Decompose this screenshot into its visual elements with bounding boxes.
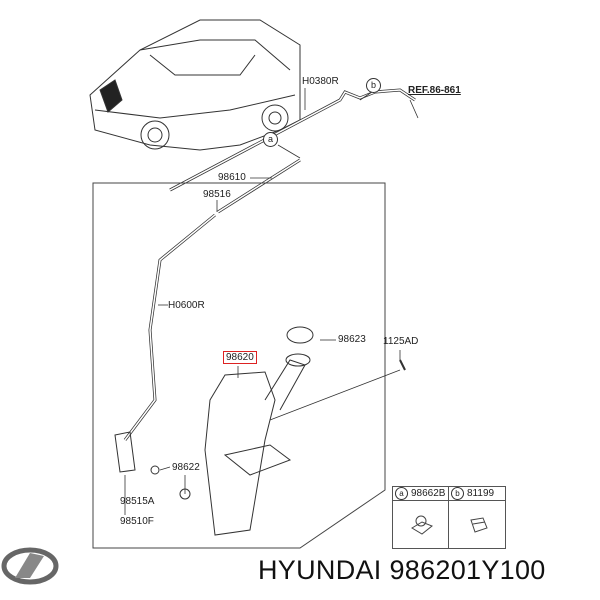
label-98622: 98622	[172, 462, 200, 473]
assembly-frame	[92, 182, 386, 549]
label-98516: 98516	[203, 189, 231, 200]
label-98510f: 98510F	[120, 516, 154, 527]
clip-b-icon	[470, 516, 488, 533]
parts-legend-table: a 98662B b 81199	[392, 486, 506, 549]
reference-link[interactable]: REF.86-861	[408, 85, 461, 96]
reservoir-illustration	[114, 326, 406, 536]
label-h0600r: H0600R	[168, 300, 205, 311]
legend-part-a: 98662B	[411, 488, 446, 499]
legend-clip-a-image	[393, 501, 449, 548]
marker-a: a	[263, 132, 278, 147]
legend-header-b: b 81199	[449, 487, 505, 501]
hyundai-logo	[1, 547, 59, 585]
label-98515a: 98515A	[120, 496, 155, 507]
footer-caption: HYUNDAI 986201Y100	[258, 555, 546, 586]
legend-header-a: a 98662B	[393, 487, 449, 501]
marker-b: b	[366, 78, 381, 93]
hose-lines	[123, 88, 416, 441]
legend-part-b: 81199	[467, 488, 495, 499]
label-98623: 98623	[338, 334, 366, 345]
legend-marker-b: b	[451, 487, 464, 500]
legend-marker-a: a	[395, 487, 408, 500]
legend-clip-b-image	[449, 501, 505, 548]
label-98620-highlighted: 98620	[223, 351, 257, 364]
clip-a-icon	[410, 515, 433, 535]
leader-lines	[124, 88, 419, 515]
label-h0380r: H0380R	[302, 76, 339, 87]
part-number: 986201Y100	[389, 555, 546, 585]
brand-name: HYUNDAI	[258, 555, 382, 585]
car-illustration	[89, 19, 301, 151]
label-98610: 98610	[218, 172, 246, 183]
label-1125ad: 1125AD	[383, 336, 419, 347]
